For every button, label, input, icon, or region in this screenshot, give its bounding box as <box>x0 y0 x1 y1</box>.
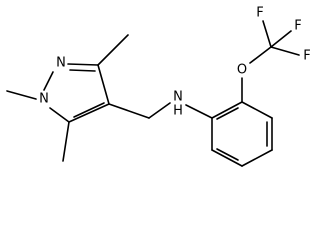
bond-cf3-f3 <box>270 46 300 56</box>
bond-pyrazole-n2-n1 <box>43 71 54 91</box>
bond-benzene-double-3 <box>216 107 239 120</box>
bond-benzene-4 <box>211 149 243 167</box>
atom-f2: F <box>294 19 301 34</box>
atom-h-amine: H <box>173 104 183 119</box>
bond-benzene-3 <box>241 149 273 167</box>
atom-o-ether: O <box>237 63 247 78</box>
chemical-structure: N H O F F F N N <box>6 6 311 167</box>
bond-o-to-cf3 <box>249 46 272 64</box>
atom-labels: N H O F F F N N <box>39 6 311 119</box>
bond-pyrazole-c3-n2 <box>67 63 99 66</box>
bond-ring-to-nh <box>185 104 213 119</box>
bond-methyl-c3 <box>97 34 129 66</box>
bond-cf3-f1 <box>262 20 272 48</box>
atom-f1: F <box>256 6 263 21</box>
bond-methyl-n1 <box>6 90 37 100</box>
bond-cf3-f2 <box>270 30 292 48</box>
bond-nh-to-ch2 <box>148 102 171 119</box>
bond-methyl-c5 <box>62 121 70 162</box>
atom-n2-pyrazole: N <box>56 56 66 71</box>
atom-n-amine: N <box>173 90 183 105</box>
atom-f3: F <box>303 49 310 64</box>
bond-pyrazole-n1-c5 <box>49 107 70 123</box>
bond-benzene-1 <box>241 101 273 119</box>
bond-pyrazole-double-c3-n2 <box>69 69 96 72</box>
bond-benzene-double-2 <box>216 148 239 161</box>
bond-pyrazole-double-c5-c4 <box>73 102 105 118</box>
bonds <box>6 20 300 167</box>
atom-n1-pyrazole: N <box>39 92 49 107</box>
bond-pyrazole-c4-c3 <box>97 64 110 105</box>
bond-benzene-6 <box>211 101 243 119</box>
bond-pyrazole-c5-c4 <box>68 103 110 123</box>
bond-ch2-to-pyrazole <box>108 103 150 119</box>
